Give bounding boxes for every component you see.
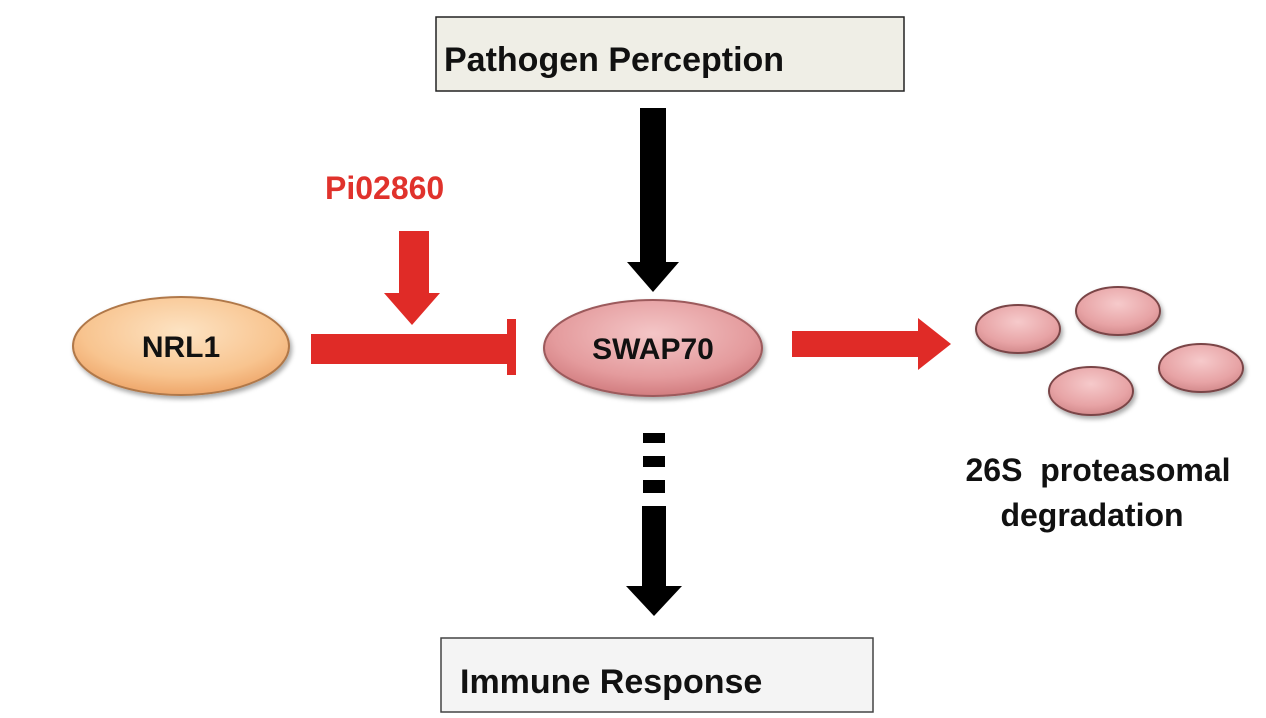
immune-response-box: Immune Response: [440, 637, 874, 713]
proteasome-particle: [1075, 286, 1161, 336]
swap70-label: SWAP70: [592, 333, 714, 366]
pathogen-perception-box: Pathogen Perception: [435, 16, 905, 92]
proteasome-particle: [975, 304, 1061, 354]
effector-label: Pi02860: [325, 170, 444, 206]
effector-arrow: [384, 231, 440, 325]
nrl1-label: NRL1: [142, 331, 220, 364]
proteasome-cluster: [975, 286, 1244, 416]
nrl1-inhibits-swap70: [311, 319, 516, 375]
proteasome-particle: [1048, 366, 1134, 416]
immune-response-label: Immune Response: [460, 663, 762, 701]
degradation-label-line1: 26S proteasomal: [966, 452, 1231, 488]
swap70-node: SWAP70: [543, 299, 763, 397]
perception-to-swap70-arrow: [627, 108, 679, 292]
nrl1-node: NRL1: [72, 296, 290, 396]
swap70-to-immune-dashed-arrow: [626, 433, 682, 616]
swap70-to-proteasome-arrow: [792, 318, 951, 370]
degradation-label-line2: degradation: [1000, 497, 1183, 533]
proteasome-particle: [1158, 343, 1244, 393]
pathogen-perception-label: Pathogen Perception: [444, 41, 784, 79]
